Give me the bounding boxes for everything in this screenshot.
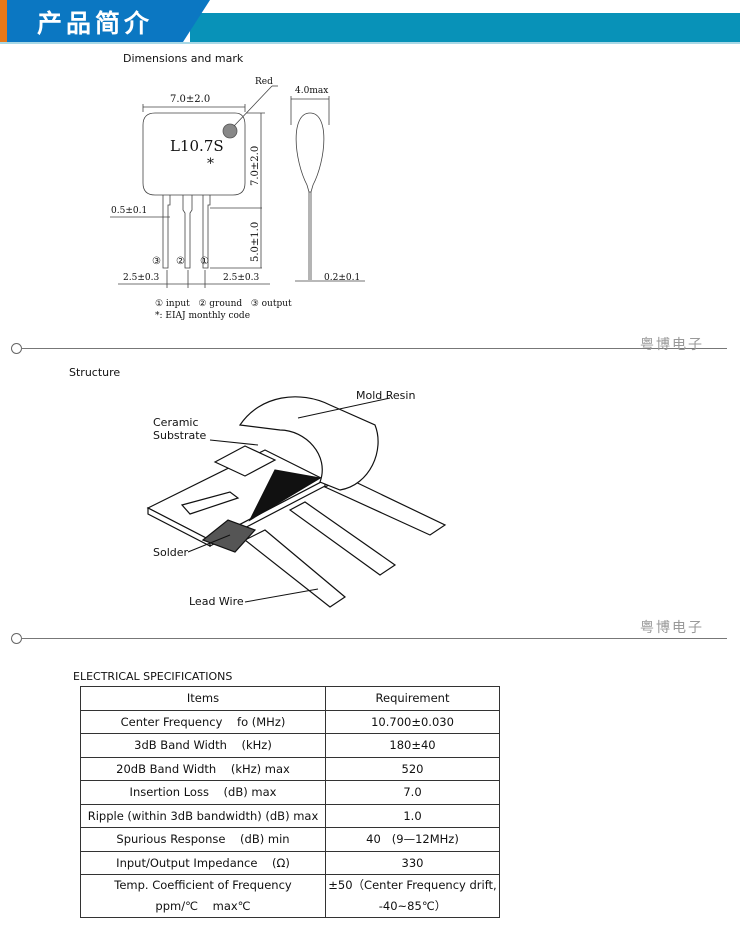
width-dimension: 7.0±2.0 — [170, 94, 211, 105]
spec-value: 7.0 — [325, 780, 500, 805]
brand-watermark: 粤博电子 — [640, 337, 704, 353]
spec-item-line1: Temp. Coefficient of Frequency — [114, 878, 292, 892]
red-dot-label: Red — [255, 77, 273, 87]
header-title: 产品简介 — [37, 9, 154, 38]
table-row: 3dB Band Width (kHz)180±40 — [80, 733, 500, 758]
spec-value: 180±40 — [325, 733, 500, 758]
spec-item: Input/Output Impedance (Ω) — [80, 850, 326, 875]
thickness-dimension: 4.0max — [295, 86, 329, 96]
pin-2-label: ② — [176, 256, 185, 267]
spec-value: 1.0 — [325, 803, 500, 828]
part-marking: L10.7S — [170, 137, 224, 155]
spec-value: ±50（Center Frequency drift, -40~85℃） — [325, 874, 500, 918]
header-items: Items — [80, 686, 326, 711]
specs-title: ELECTRICAL SPECIFICATIONS — [73, 670, 233, 683]
pin-1-label: ① — [200, 256, 209, 267]
table-row: Temp. Coefficient of Frequency ppm/℃ max… — [80, 874, 500, 918]
spec-item: Center Frequency fo (MHz) — [80, 709, 326, 734]
lead-wire-label: Lead Wire — [189, 595, 244, 608]
pitch-right-dimension: 2.5±0.3 — [223, 273, 260, 283]
table-row: Center Frequency fo (MHz)10.700±0.030 — [80, 709, 500, 734]
spec-value: 330 — [325, 850, 500, 875]
code-legend: *: EIAJ monthly code — [155, 311, 251, 321]
lead-width-dimension: 0.5±0.1 — [111, 206, 148, 216]
spec-item: 3dB Band Width (kHz) — [80, 733, 326, 758]
divider-line — [21, 638, 727, 639]
spec-value: 40 (9—12MHz) — [325, 827, 500, 852]
spec-item: Insertion Loss (dB) max — [80, 780, 326, 805]
spec-item-line2: ppm/℃ max℃ — [155, 899, 251, 913]
lead-thickness-dimension: 0.2±0.1 — [324, 273, 361, 283]
ceramic-label-line1: Ceramic — [153, 416, 199, 429]
spec-value-line1: ±50（Center Frequency drift, — [328, 878, 497, 892]
solder-label: Solder — [153, 546, 189, 559]
spec-value-line2: -40~85℃） — [378, 899, 447, 913]
dimensions-label: Dimensions and mark — [123, 52, 244, 65]
divider-line — [21, 348, 727, 349]
structure-label: Structure — [69, 366, 121, 379]
spec-value: 520 — [325, 756, 500, 781]
ceramic-label-line2: Substrate — [153, 429, 207, 442]
structure-drawing — [146, 396, 447, 608]
spec-item: Spurious Response (dB) min — [80, 827, 326, 852]
header-graphic — [0, 0, 740, 44]
pitch-left-dimension: 2.5±0.3 — [123, 273, 160, 283]
brand-watermark: 粤博电子 — [640, 620, 704, 636]
pin-legend: ① input ② ground ③ output — [155, 299, 292, 309]
monthly-code-mark: * — [207, 156, 214, 172]
pin-3-label: ③ — [152, 256, 161, 267]
spec-item: Temp. Coefficient of Frequency ppm/℃ max… — [80, 874, 326, 918]
spec-value: 10.700±0.030 — [325, 709, 500, 734]
dimension-drawing — [110, 85, 365, 288]
table-row: Input/Output Impedance (Ω)330 — [80, 850, 500, 875]
spec-item: Ripple (within 3dB bandwidth) (dB) max — [80, 803, 326, 828]
table-header-row: Items Requirement — [80, 686, 500, 711]
spec-item: 20dB Band Width (kHz) max — [80, 756, 326, 781]
specs-table: Items Requirement Center Frequency fo (M… — [80, 686, 500, 918]
header-requirement: Requirement — [325, 686, 500, 711]
mold-resin-label: Mold Resin — [356, 389, 416, 402]
